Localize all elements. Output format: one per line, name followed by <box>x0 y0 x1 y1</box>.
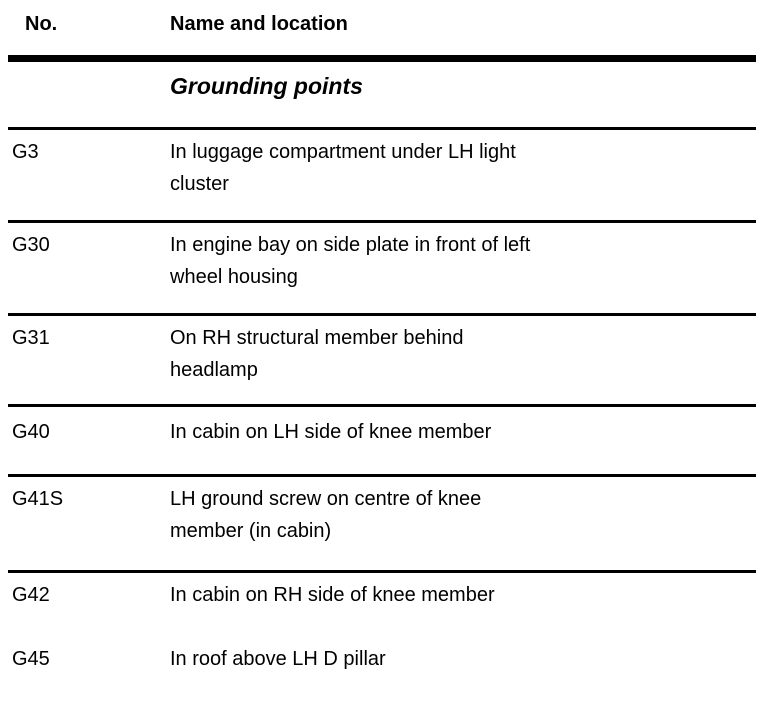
table-row: G30 In engine bay on side plate in front… <box>8 220 756 313</box>
row-no: G42 <box>12 584 50 606</box>
section-spacer <box>8 73 170 127</box>
section-header-row: Grounding points <box>8 62 756 127</box>
column-header-no: No. <box>25 13 58 35</box>
row-location: In roof above LH D pillar <box>170 648 386 670</box>
row-no: G40 <box>12 421 50 443</box>
table-row: G41S LH ground screw on centre of knee m… <box>8 474 756 570</box>
row-no: G41S <box>12 488 64 510</box>
table-row: G31 On RH structural member behind headl… <box>8 313 756 404</box>
grounding-points-table: No. Name and location Grounding points G… <box>8 0 756 693</box>
table-header-row: No. Name and location <box>8 0 756 62</box>
row-location: In luggage compartment under LH light cl… <box>170 141 516 195</box>
row-no: G31 <box>12 327 50 349</box>
row-location: In engine bay on side plate in front of … <box>170 234 531 288</box>
section-title: Grounding points <box>170 73 363 99</box>
table-row: G40 In cabin on LH side of knee member <box>8 404 756 474</box>
row-no: G30 <box>12 234 50 256</box>
row-location: In cabin on RH side of knee member <box>170 584 495 606</box>
table-row: G42 In cabin on RH side of knee member <box>8 570 756 634</box>
row-no: G3 <box>12 141 39 163</box>
row-location: LH ground screw on centre of knee member… <box>170 488 482 542</box>
row-location: In cabin on LH side of knee member <box>170 421 492 443</box>
table-row: G3 In luggage compartment under LH light… <box>8 127 756 220</box>
table-row: G45 In roof above LH D pillar <box>8 634 756 693</box>
column-header-name-and-location: Name and location <box>170 13 348 35</box>
row-location: On RH structural member behind headlamp <box>170 327 464 381</box>
row-no: G45 <box>12 648 50 670</box>
